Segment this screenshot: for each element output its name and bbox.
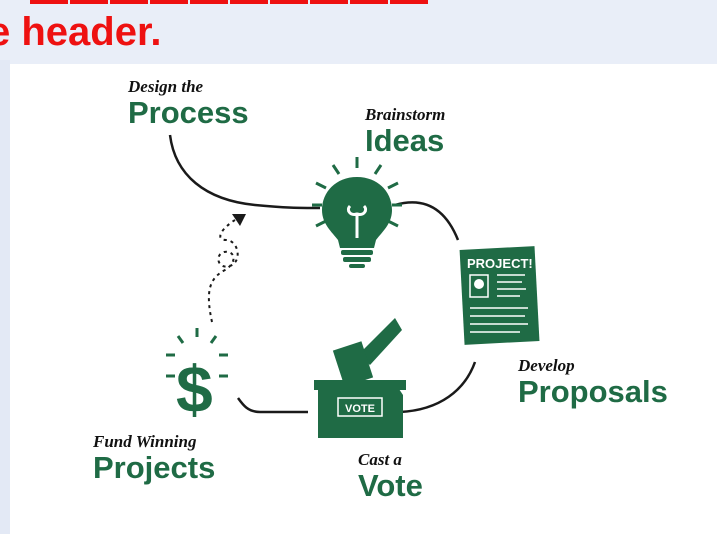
ballot-label: VOTE (345, 403, 375, 415)
content-panel (10, 64, 717, 534)
stage-brainstorm: Brainstorm Ideas (365, 105, 445, 156)
lightbulb-icon (312, 157, 402, 268)
poster-title: PROJECT! (467, 256, 533, 271)
stage-fund: Fund Winning Projects (93, 432, 215, 483)
connector-design-to-ideas (168, 134, 321, 210)
stage-develop-big: Proposals (518, 374, 668, 409)
slide-left-strip (0, 60, 10, 534)
stage-fund-big: Projects (93, 450, 216, 485)
stage-brainstorm-big: Ideas (365, 123, 445, 158)
stage-vote-big: Vote (358, 468, 423, 503)
project-poster-icon (459, 246, 540, 345)
arrowhead-icon (232, 214, 246, 226)
slide-header: e header. (0, 10, 162, 54)
dotted-loop-path (207, 216, 241, 323)
connector-proposals-to-vote (399, 361, 477, 414)
svg-text:$: $ (176, 352, 213, 426)
stage-brainstorm-small: Brainstorm (365, 105, 446, 124)
stage-design-small: Design the (128, 77, 204, 96)
stage-vote-small: Cast a (358, 450, 402, 469)
stage-develop-small: Develop (518, 356, 575, 375)
dollar-sign-icon: $ (166, 328, 228, 426)
stage-fund-small: Fund Winning (93, 432, 197, 451)
ballot-box-icon (314, 318, 406, 438)
stage-design-big: Process (128, 95, 249, 130)
stage-design: Design the Process (128, 77, 249, 128)
connector-vote-to-fund (236, 397, 308, 414)
stage-vote: Cast a Vote (358, 450, 423, 501)
stage-develop: Develop Proposals (518, 356, 668, 407)
header-cropped-line: ▬▬▬▬▬▬▬▬▬▬ (0, 0, 717, 4)
connector-ideas-to-proposals (394, 201, 460, 241)
